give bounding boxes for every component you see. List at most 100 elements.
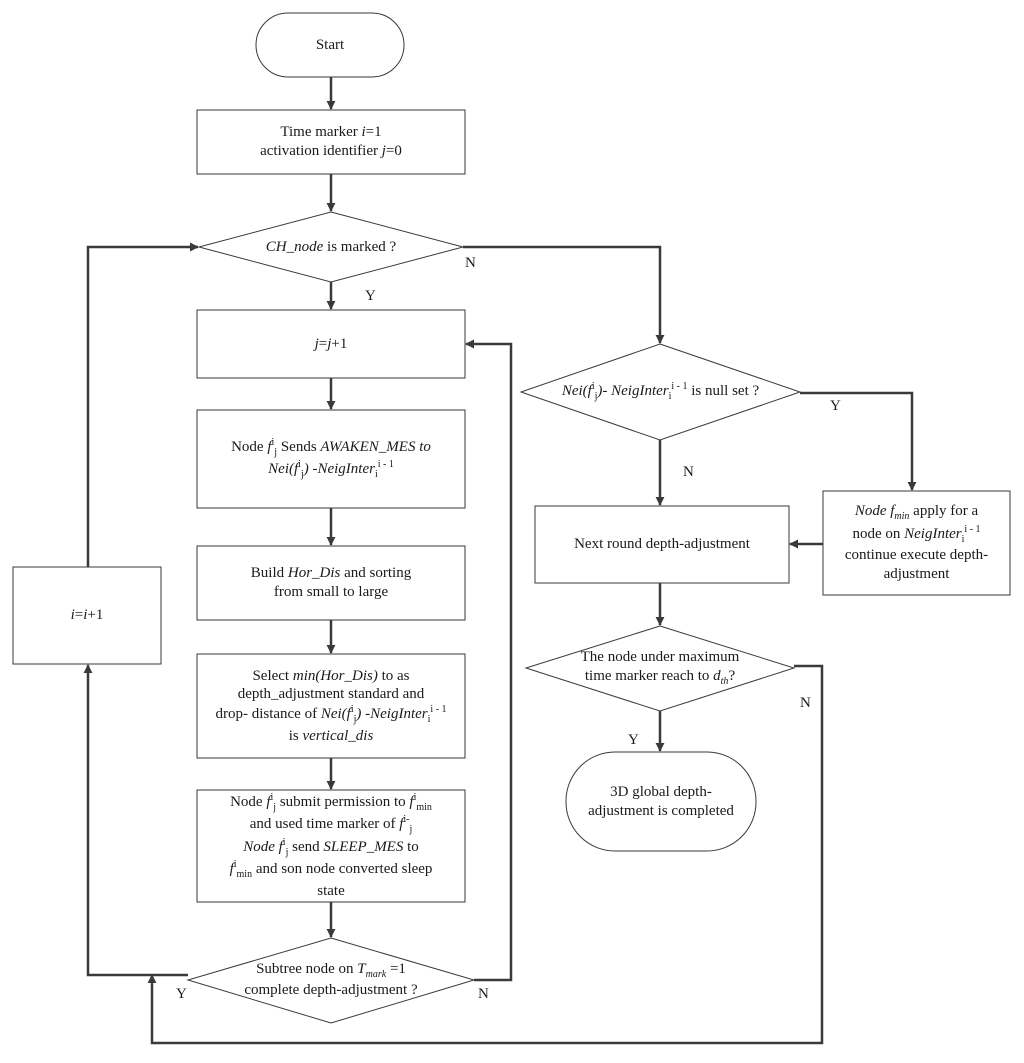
arrow-subtree-y-iupdate [83,664,188,977]
sleep-fmin-sup: i [233,859,237,871]
init-text-1: Time marker [280,124,362,141]
sleep-line-5: state [317,882,345,899]
select-drop: drop- distance of [215,706,321,723]
ch-node-yes-label: Y [365,288,376,304]
awaken-sends: Sends [277,438,321,455]
awaken-nei-sup: i [298,459,301,470]
i-update-label: i=i+1 [13,567,161,664]
arrow-null-y-apply [800,391,917,491]
apply-text: apply for a [909,503,979,520]
subtree-mark: mark [365,968,387,980]
start-label: Start [256,13,404,77]
j-eq: = [318,335,328,352]
awaken-mes: AWAKEN_MES to [320,438,431,455]
awaken-sup: i [271,436,275,448]
subtree-yes-label: Y [176,986,187,1002]
select-is: is [288,727,303,744]
max-line-1: The node under maximum [580,648,740,665]
null-neig-sup: i - 1 [671,380,688,392]
awaken-label: Node fij Sends AWAKEN_MES to Nei(fij) -N… [197,410,465,508]
sleep-f: f [278,838,283,855]
i-eq: = [74,607,84,624]
apply-label: Node fmin apply for a node on NeigInteri… [823,491,1010,595]
init-text-2: activation identifier [260,143,382,159]
arrow-ch-n-null [463,245,665,344]
hor-build: Build [250,565,288,582]
apply-neig: NeigInter [904,525,962,542]
submit-line-2: and used time marker of [249,816,400,833]
j-plus: +1 [331,335,348,352]
apply-min: min [894,511,910,523]
sleep-f-sub: j [285,846,289,858]
j-var-1: j [314,335,319,352]
apply-line-4: adjustment [883,566,950,582]
hor-dis-label: Build Hor_Dis and sorting from small to … [197,546,465,620]
submit-f2-sup: i- [403,814,410,826]
awaken-neig-sup: i - 1 [377,459,394,470]
sleep-fmin: f [229,861,234,878]
awaken-sub: j [274,446,278,458]
max-no-label: N [800,695,811,711]
ch-node-text: is marked ? [323,238,397,255]
done-terminal [565,751,757,852]
submit-fmin-sub: min [416,801,432,813]
j-update-label: j=j+1 [197,310,465,378]
start-text: Start [315,36,345,53]
sleep-fmin-sub: min [236,869,253,881]
apply-neig-sub: i [961,533,965,545]
awaken-f: f [267,438,272,455]
null-set-yes-label: Y [830,398,841,414]
submit-f-sup: i [270,791,274,803]
apply-node: Node f [854,503,895,520]
sleep-f-sup: i [282,836,286,848]
null-text: is null set ? [687,382,760,399]
arrow-subtree-n-loop [465,339,513,982]
submit-f-sub: j [273,801,277,813]
max-line-2: time marker reach to [584,667,714,684]
ch-node-label: CH_node is marked ? [199,232,463,262]
sleep-line-4: and son node converted sleep [252,861,433,878]
select-vertical: vertical_dis [302,727,374,744]
subtree-t: T [357,960,366,977]
select-a: Select [252,667,293,684]
null-set-no-label: N [683,464,694,480]
max-th: th [720,675,729,687]
i-var-1: i [70,607,75,624]
subtree-text: Subtree node on [256,960,358,977]
sleep-to: to [403,838,419,855]
sleep-node: Node [243,838,279,855]
init-eq-1: =1 [365,124,382,141]
select-min: min(Hor_Dis) [292,667,378,684]
done-line-1: 3D global depth- [610,783,712,800]
max-label: The node under maximum time marker reach… [550,644,770,692]
init-label: Time marker i=1 activation identifier j=… [197,110,465,174]
i-var-2: i [83,607,88,624]
null-nei-sup: i [591,380,595,392]
apply-neig-sup: i - 1 [964,523,981,535]
select-label: Select min(Hor_Dis) to as depth_adjustme… [197,654,465,758]
select-nei: Nei(f [320,706,351,723]
sleep-send: send [288,838,324,855]
select-nei-sup: i [350,704,354,716]
done-label: 3D global depth- adjustment is completed [566,752,756,851]
init-var-i: i [361,124,366,141]
next-round-text: Next round depth-adjustment [574,536,750,553]
awaken-neig-sub: i [374,469,378,480]
max-yes-label: Y [628,732,639,748]
submit-fmin: f [409,793,414,810]
max-d: d [713,667,721,684]
awaken-neig: ) -NeigInter [303,461,375,477]
arrow-max-n-loop [147,664,824,1045]
submit-fmin-sup: i [413,791,417,803]
max-q: ? [728,667,736,684]
hor-var: Hor_Dis [287,565,341,582]
select-neig-sup: i - 1 [430,704,447,716]
apply-line-3: continue execute depth- [844,547,989,564]
submit-text: submit permission to [276,793,410,810]
ch-node-no-label: N [465,255,476,271]
select-c: to as [377,667,410,684]
subtree-eq: =1 [386,960,406,977]
init-eq-2: =0 [385,143,402,159]
next-round-label: Next round depth-adjustment [535,506,789,583]
